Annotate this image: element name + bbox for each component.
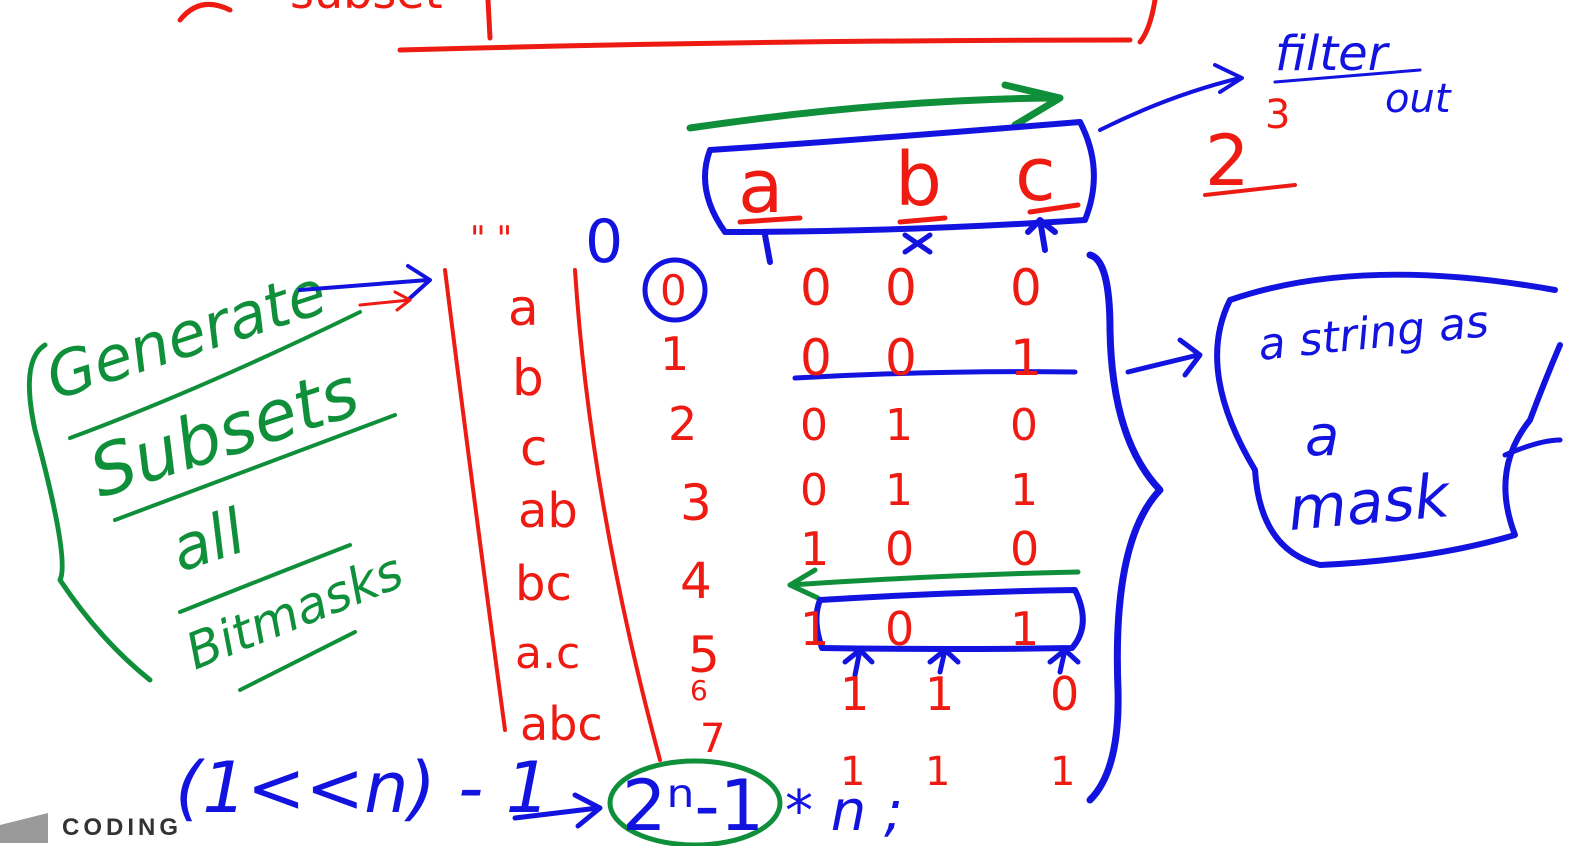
mask-digit: 0 <box>800 465 828 516</box>
mask-digit: 0 <box>800 329 832 387</box>
mask-digit: 0 <box>800 400 828 451</box>
out-word: out <box>1385 76 1452 122</box>
mask-digit: 0 <box>1010 259 1042 317</box>
mask-digit: 1 <box>1050 749 1075 795</box>
index-row: 6 <box>690 674 708 707</box>
mask-digit: 0 <box>1010 522 1039 576</box>
index-row: 3 <box>680 474 712 532</box>
a-text: a <box>1305 404 1339 469</box>
formula-times-n: * n ; <box>785 779 903 844</box>
mask-digit: 1 <box>925 749 950 795</box>
abc-letter: a <box>738 144 783 230</box>
generate-subsets-block: Generate Subsets all Bitmasks <box>26 255 432 692</box>
mask-digit: 0 <box>1010 400 1038 451</box>
string-as-text: a string as <box>1256 296 1491 371</box>
mask-digit: 1 <box>800 602 829 656</box>
index-row: 7 <box>700 716 725 762</box>
mask-digit: 0 <box>885 522 914 576</box>
index-row: 2 <box>668 397 697 451</box>
mask-digit: 0 <box>1050 667 1079 721</box>
mask-digit: 0 <box>800 259 832 317</box>
subset-row: b <box>512 349 544 407</box>
mask-digit: 1 <box>1010 465 1038 516</box>
mask-text: mask <box>1285 461 1454 545</box>
subset-row: c <box>520 419 548 477</box>
coding-logo: CODING <box>0 810 260 846</box>
abc-letter: b <box>895 137 942 223</box>
formula-shift: (1<<n) - 1 <box>175 747 550 829</box>
subset-list: " " a b c ab bc a.c abc <box>443 219 662 762</box>
power-base: 2 <box>1205 120 1250 202</box>
index-blue-zero: 0 <box>585 207 623 277</box>
index-row: 0 <box>660 266 687 315</box>
formula: (1<<n) - 1 2ⁿ-1 * n ; <box>175 747 903 846</box>
subset-row: bc <box>515 556 572 612</box>
mask-digit: 0 <box>885 602 914 656</box>
heading-text: subset <box>290 0 443 19</box>
empty-subset: " " <box>470 219 512 259</box>
logo-text: CODING <box>62 814 182 841</box>
subset-row: a <box>508 279 539 337</box>
formula-power: 2ⁿ-1 <box>622 765 764 846</box>
string-as-mask-note: a string as a mask <box>1086 251 1563 804</box>
index-row: 4 <box>680 552 712 610</box>
mask-digit: 1 <box>885 465 913 516</box>
power-exponent: 3 <box>1265 92 1290 138</box>
abc-letter: c <box>1015 132 1056 218</box>
index-column: 0 0 1 2 3 4 5 6 7 <box>585 207 725 762</box>
power-of-two: 2 3 <box>1203 92 1297 202</box>
logo-mark-icon <box>0 813 48 843</box>
mask-digit: 1 <box>800 522 829 576</box>
mask-digit: 1 <box>840 749 865 795</box>
mask-digit: 1 <box>1010 329 1042 387</box>
mask-digit: 1 <box>840 667 869 721</box>
mask-digit: 0 <box>885 259 917 317</box>
mask-digit: 0 <box>885 329 917 387</box>
subset-row: a.c <box>515 628 580 679</box>
subset-row: abc <box>520 697 603 751</box>
mask-digit: 1 <box>885 400 913 451</box>
abc-header: a b c <box>686 81 1097 265</box>
heading-fragment: subset <box>177 0 1158 53</box>
filter-note: filter out <box>1098 26 1452 132</box>
mask-digit: 1 <box>1010 602 1039 656</box>
index-row: 5 <box>688 626 720 684</box>
all-word: all <box>162 494 253 586</box>
mask-digit: 1 <box>925 667 954 721</box>
index-row: 1 <box>660 327 689 381</box>
subset-row: ab <box>518 483 578 539</box>
